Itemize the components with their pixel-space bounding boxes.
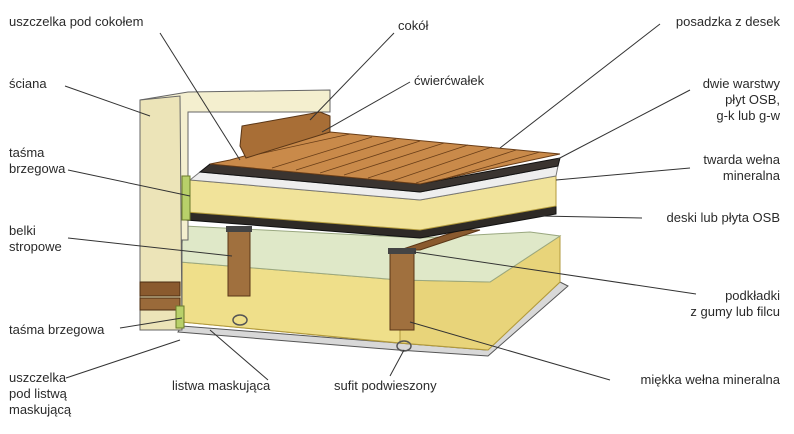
label-podkladki: podkładki z gumy lub filcu [690, 288, 780, 319]
label-uszczelka-pod-cokolem: uszczelka pod cokołem [9, 14, 144, 29]
leader-lines [64, 23, 697, 381]
edge-strip-bottom [175, 305, 185, 329]
label-twarda-welna: twarda wełna mineralna [703, 152, 780, 183]
label-cokol: cokół [398, 18, 429, 33]
label-uszczelka-pod-listwa: uszczelka pod listwą maskującą [9, 370, 72, 417]
skirting-board [239, 111, 331, 159]
label-dwie-warstwy: dwie warstwy płyt OSB, g-k lub g-w [702, 76, 780, 123]
label-tasma-brzegowa-top: taśma brzegowa [9, 145, 66, 176]
label-deski-lub-plyta: deski lub płyta OSB [666, 210, 780, 225]
label-posadzka-z-desek: posadzka z desek [675, 14, 780, 29]
floor-board-lines [249, 133, 541, 184]
edge-strip [181, 175, 191, 221]
label-cwiercwalek: ćwierćwałek [414, 73, 485, 88]
pad-right [388, 248, 416, 254]
hanger-left [232, 314, 248, 326]
label-tasma-brzegowa-bottom: taśma brzegowa [9, 322, 105, 337]
beam-right [389, 251, 415, 331]
wall-face [139, 95, 183, 331]
label-belki-stropowe: belki stropowe [9, 223, 62, 254]
beam-left [227, 229, 251, 297]
wall-block-2 [139, 297, 181, 311]
label-listwa-maskujaca: listwa maskująca [172, 378, 271, 393]
label-miekka-welna: miękka wełna mineralna [640, 372, 780, 387]
pad-left [226, 226, 252, 232]
label-sciana: ściana [9, 76, 47, 91]
label-sufit-podwieszony: sufit podwieszony [334, 378, 437, 393]
wall-block-1 [139, 281, 181, 297]
